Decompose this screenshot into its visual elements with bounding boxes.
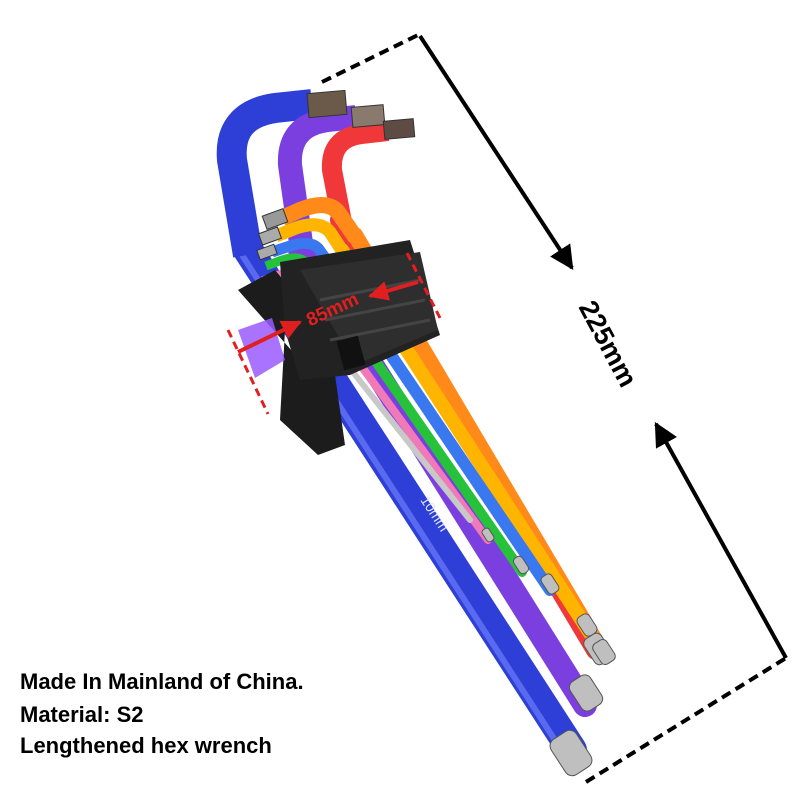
measure-arrow-left bbox=[237, 320, 302, 354]
holder-notch bbox=[336, 335, 366, 371]
ball-tip-blue bbox=[549, 729, 593, 777]
holder-ridge-2 bbox=[324, 298, 426, 322]
dimension-arrow-bottom bbox=[654, 421, 788, 659]
wrench-orange-short-arm bbox=[278, 197, 363, 243]
dimension-arrow-top bbox=[418, 34, 574, 271]
wrench-yellow-short-arm bbox=[273, 218, 349, 256]
hex-tips bbox=[256, 89, 416, 261]
description-caption: Lengthened hex wrench bbox=[20, 733, 272, 758]
hex-tip-purple bbox=[350, 104, 386, 128]
origin-caption: Made In Mainland of China. bbox=[20, 669, 304, 694]
ball-tip-sky bbox=[540, 573, 560, 595]
ball-tip-yellow bbox=[576, 613, 598, 637]
hex-tip-orange bbox=[261, 208, 289, 230]
hex-tip-yellow bbox=[257, 226, 283, 246]
ball-end-tips bbox=[481, 527, 616, 777]
wrench-purple-short-arm bbox=[277, 105, 358, 252]
material-caption: Material: S2 bbox=[20, 702, 144, 727]
wrench-red-short-arm bbox=[321, 121, 390, 224]
hex-tip-red bbox=[382, 118, 416, 140]
hex-tip-sky bbox=[256, 243, 278, 261]
ball-tip-pink bbox=[481, 527, 495, 543]
holder-ridge-3 bbox=[329, 318, 431, 342]
hex-tip-blue bbox=[306, 89, 348, 119]
measure-arrow-right bbox=[368, 280, 419, 301]
ball-tip-purple bbox=[568, 674, 604, 712]
holder-clip-ridge bbox=[300, 252, 438, 365]
ball-tip-green bbox=[512, 555, 530, 575]
ball-tip-orange bbox=[592, 638, 616, 666]
wrench-holder bbox=[238, 240, 440, 455]
overall-length-label: 225mm bbox=[573, 296, 643, 392]
dimension-top-extension bbox=[321, 32, 421, 84]
measure-left-tick bbox=[226, 329, 270, 415]
wrench-blue-short-arm bbox=[216, 89, 314, 258]
wrench-sky-short-arm bbox=[270, 237, 336, 270]
holder-back-plate bbox=[238, 270, 345, 455]
dimension-bottom-extension bbox=[584, 656, 788, 784]
